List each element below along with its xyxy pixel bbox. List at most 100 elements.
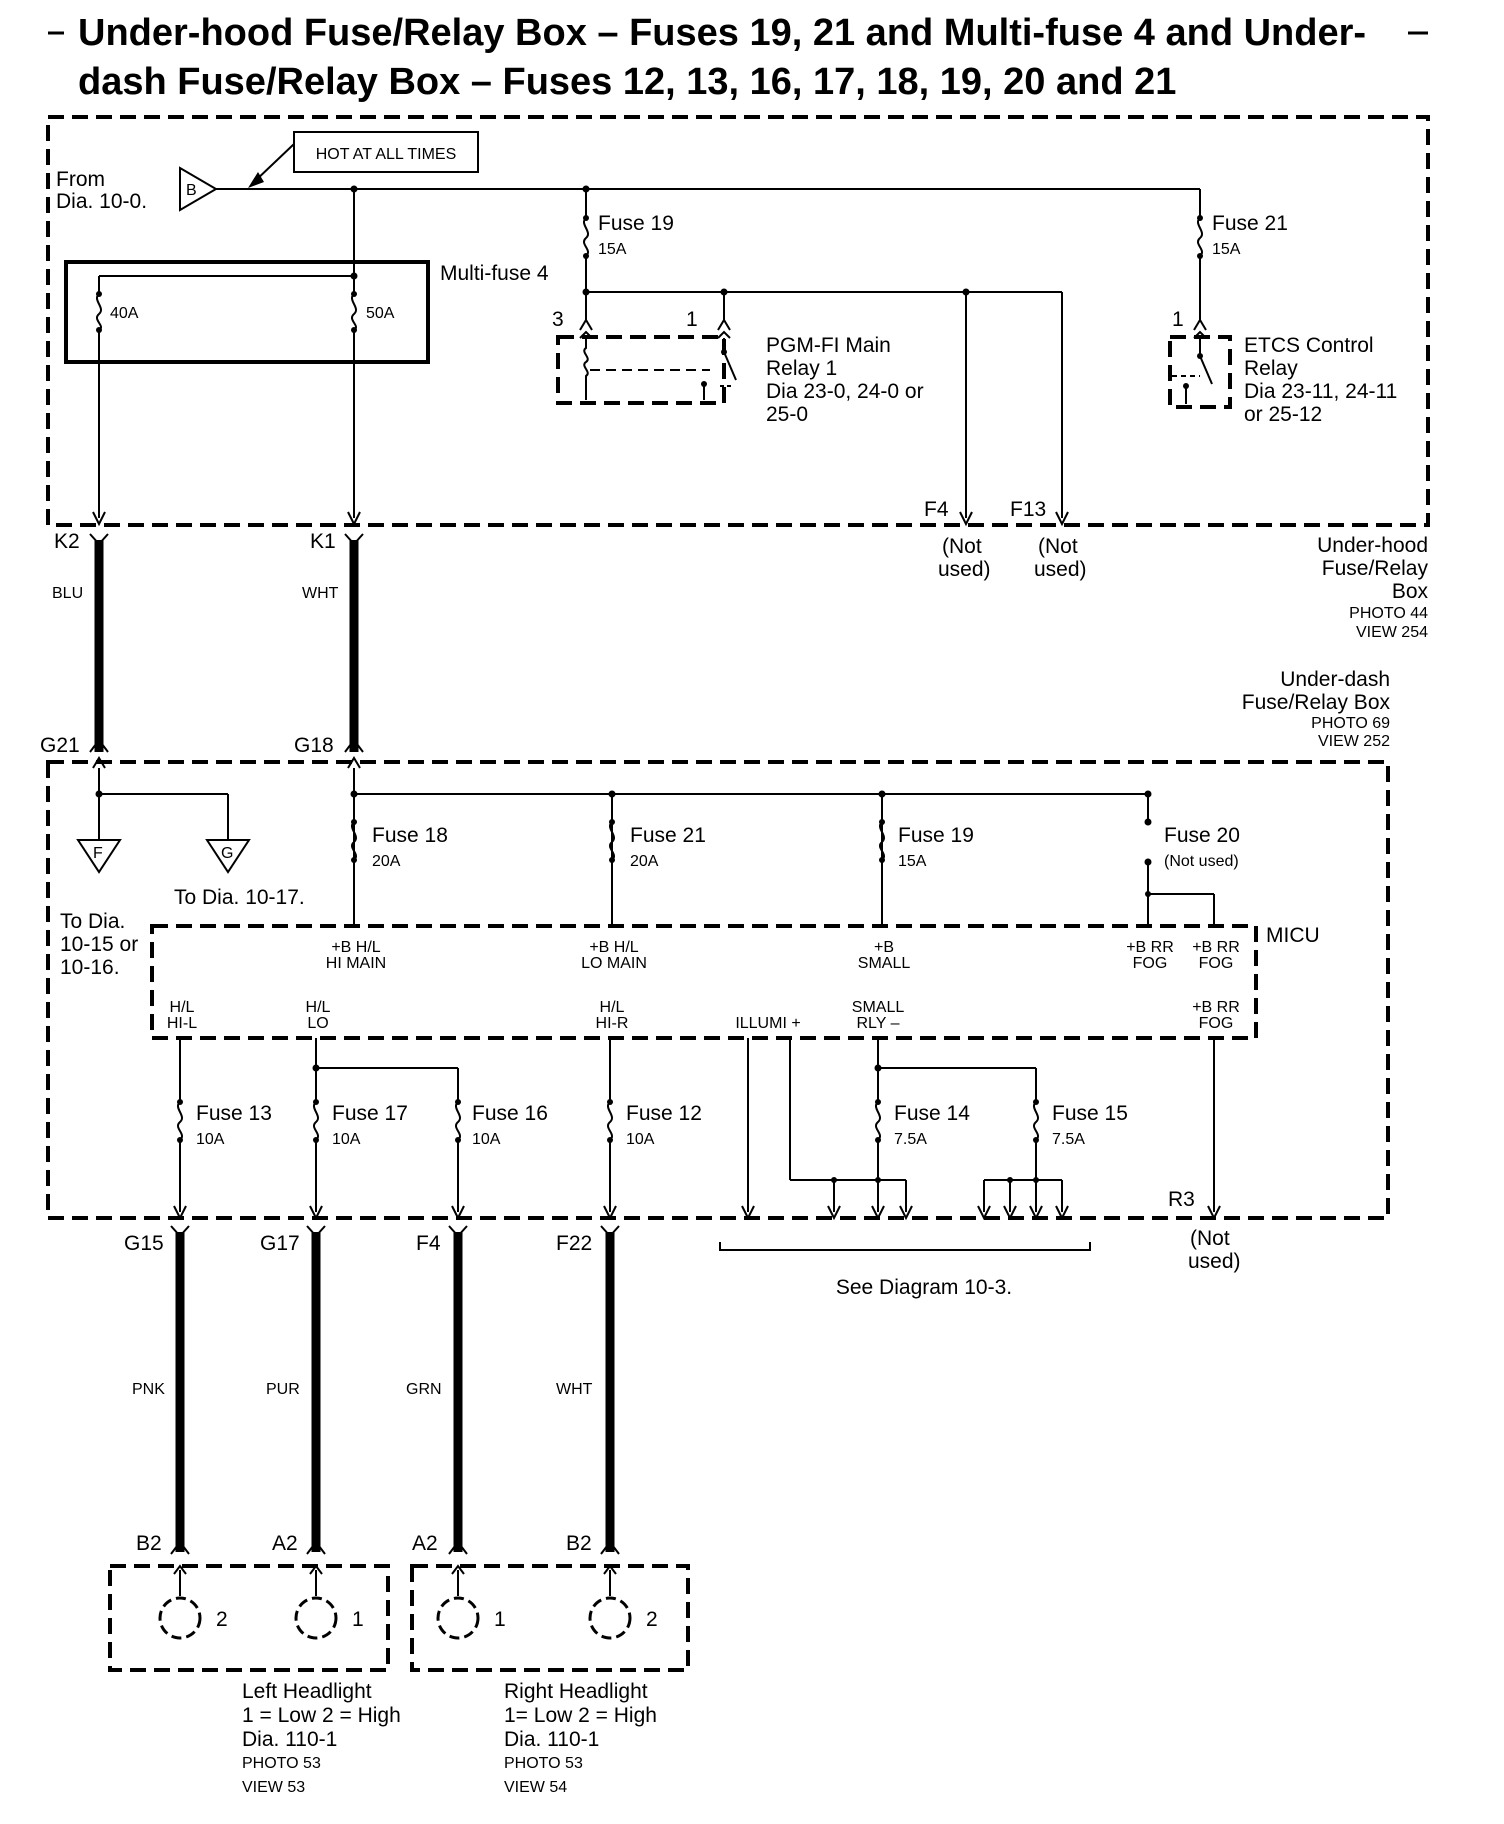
b2-left-pin: B2 [136, 1532, 162, 1555]
right-headlight-line3: Dia. 110-1 [504, 1728, 599, 1751]
pgm-relay-line1: PGM-FI Main [766, 334, 891, 357]
micu-rrfog3-2: FOG [1199, 1015, 1234, 1032]
left-headlight-photo: PHOTO 53 [242, 1755, 321, 1772]
underhood-box-outline [46, 115, 1430, 527]
to-dia-10-17: To Dia. 10-17. [174, 886, 305, 909]
wire-grn: GRN [406, 1381, 442, 1398]
to-dia-line-3: 10-16. [60, 956, 120, 979]
g18-pin: G18 [294, 734, 334, 757]
ud-fuse16-name: Fuse 16 [472, 1102, 548, 1125]
micu-hil-1: H/L [170, 999, 195, 1016]
pgm-relay-pin-1: 1 [686, 308, 698, 331]
ground-f-label: F [93, 845, 103, 862]
k1-pin: K1 [310, 530, 336, 553]
g17-pin: G17 [260, 1232, 300, 1255]
etcs-control-relay-box [1168, 335, 1232, 409]
hot-at-all-times-label: HOT AT ALL TIMES [316, 146, 457, 163]
micu-small-2: SMALL [858, 955, 911, 972]
r3-not-used-2: used) [1188, 1250, 1241, 1273]
wire-pnk: PNK [132, 1381, 165, 1398]
micu-hir-1: H/L [600, 999, 625, 1016]
uh-fuse19-rating: 15A [598, 241, 627, 258]
uh-f4-pin: F4 [924, 498, 949, 521]
micu-illumi: ILLUMI + [735, 1015, 800, 1032]
micu-hil-2: HI-L [167, 1015, 197, 1032]
ud-fuse17-rating: 10A [332, 1131, 361, 1148]
ground-f-triangle [76, 839, 122, 874]
ud-fuse20-rating: (Not used) [1164, 853, 1239, 870]
wire-wht-top: WHT [302, 585, 339, 602]
ud-fuse13-rating: 10A [196, 1131, 225, 1148]
left-lamp-b-num: 1 [352, 1608, 364, 1631]
ud-fuse19-name: Fuse 19 [898, 824, 974, 847]
right-headlight-box [410, 1564, 690, 1672]
uh-f4-not-used-1: (Not [942, 535, 982, 558]
right-headlight-line1: Right Headlight [504, 1680, 648, 1703]
micu-small-1: +B [874, 939, 894, 956]
micu-hl-main-1: +B H/L [331, 939, 380, 956]
g21-pin: G21 [40, 734, 80, 757]
micu-hir-2: HI-R [596, 1015, 629, 1032]
micu-hl-main-2: HI MAIN [326, 955, 386, 972]
etcs-relay-pin-1: 1 [1172, 308, 1184, 331]
ud-fuse15-name: Fuse 15 [1052, 1102, 1128, 1125]
pgm-relay-line2: Relay 1 [766, 357, 837, 380]
ud-fuse12-rating: 10A [626, 1131, 655, 1148]
left-lamp-low-bulb [294, 1596, 338, 1640]
from-label-2: Dia. 10-0. [56, 190, 147, 213]
left-lamp-high-bulb [158, 1596, 202, 1640]
ud-fuse16-rating: 10A [472, 1131, 501, 1148]
left-headlight-line3: Dia. 110-1 [242, 1728, 337, 1751]
underhood-box-view: VIEW 254 [1356, 624, 1428, 641]
ground-g-label: G [221, 845, 233, 862]
wire-pur: PUR [266, 1381, 300, 1398]
underhood-box-label-2: Fuse/Relay [1322, 557, 1429, 580]
right-headlight-view: VIEW 54 [504, 1779, 567, 1796]
micu-smallrly-1: SMALL [852, 999, 905, 1016]
micu-rrfog1-2: FOG [1133, 955, 1168, 972]
underdash-box-photo: PHOTO 69 [1311, 715, 1390, 732]
left-headlight-line2: 1 = Low 2 = High [242, 1704, 401, 1727]
micu-rrfog3-1: +B RR [1192, 999, 1240, 1016]
etcs-relay-line3: Dia 23-11, 24-11 [1244, 380, 1397, 403]
right-lamp-low-bulb [436, 1596, 480, 1640]
left-headlight-view: VIEW 53 [242, 1779, 305, 1796]
multifuse-40a: 40A [110, 305, 139, 322]
etcs-relay-line1: ETCS Control [1244, 334, 1374, 357]
ground-g-triangle [205, 839, 251, 874]
uh-fuse21-name: Fuse 21 [1212, 212, 1288, 235]
g15-pin: G15 [124, 1232, 164, 1255]
connector-b-label: B [186, 182, 197, 199]
f4-pin: F4 [416, 1232, 441, 1255]
hot-arrow-head [248, 172, 264, 188]
right-headlight-line2: 1= Low 2 = High [504, 1704, 657, 1727]
to-dia-line-2: 10-15 or [60, 933, 138, 956]
underhood-box-photo: PHOTO 44 [1349, 605, 1428, 622]
a2-right-pin: A2 [412, 1532, 438, 1555]
uh-f13-not-used-2: used) [1034, 558, 1087, 581]
r3-pin: R3 [1168, 1188, 1195, 1211]
r3-not-used-1: (Not [1190, 1227, 1230, 1250]
ud-fuse18-rating: 20A [372, 853, 401, 870]
underdash-box-label-2: Fuse/Relay Box [1242, 691, 1391, 714]
wire-blu: BLU [52, 585, 83, 602]
title-line-1: Under-hood Fuse/Relay Box – Fuses 19, 21… [78, 12, 1366, 54]
ud-fuse15-rating: 7.5A [1052, 1131, 1085, 1148]
connector-b-triangle [179, 166, 218, 212]
ud-fuse12-name: Fuse 12 [626, 1102, 702, 1125]
underdash-box-label-1: Under-dash [1280, 668, 1390, 691]
underhood-box-label-3: Box [1392, 580, 1429, 603]
right-lamp-b-num: 2 [646, 1608, 658, 1631]
underdash-box-outline [46, 760, 1390, 1220]
micu-lo-2: LO [307, 1015, 328, 1032]
ud-fuse18-name: Fuse 18 [372, 824, 448, 847]
pgm-relay-line3: Dia 23-0, 24-0 or [766, 380, 924, 403]
micu-lo-main-1: +B H/L [589, 939, 638, 956]
title-line-2: dash Fuse/Relay Box – Fuses 12, 13, 16, … [78, 61, 1176, 103]
ud-fuse19-rating: 15A [898, 853, 927, 870]
pgm-relay-pin-3: 3 [552, 308, 564, 331]
ud-fuse14-rating: 7.5A [894, 1131, 927, 1148]
left-headlight-line1: Left Headlight [242, 1680, 372, 1703]
hot-at-all-times-box [293, 131, 479, 173]
